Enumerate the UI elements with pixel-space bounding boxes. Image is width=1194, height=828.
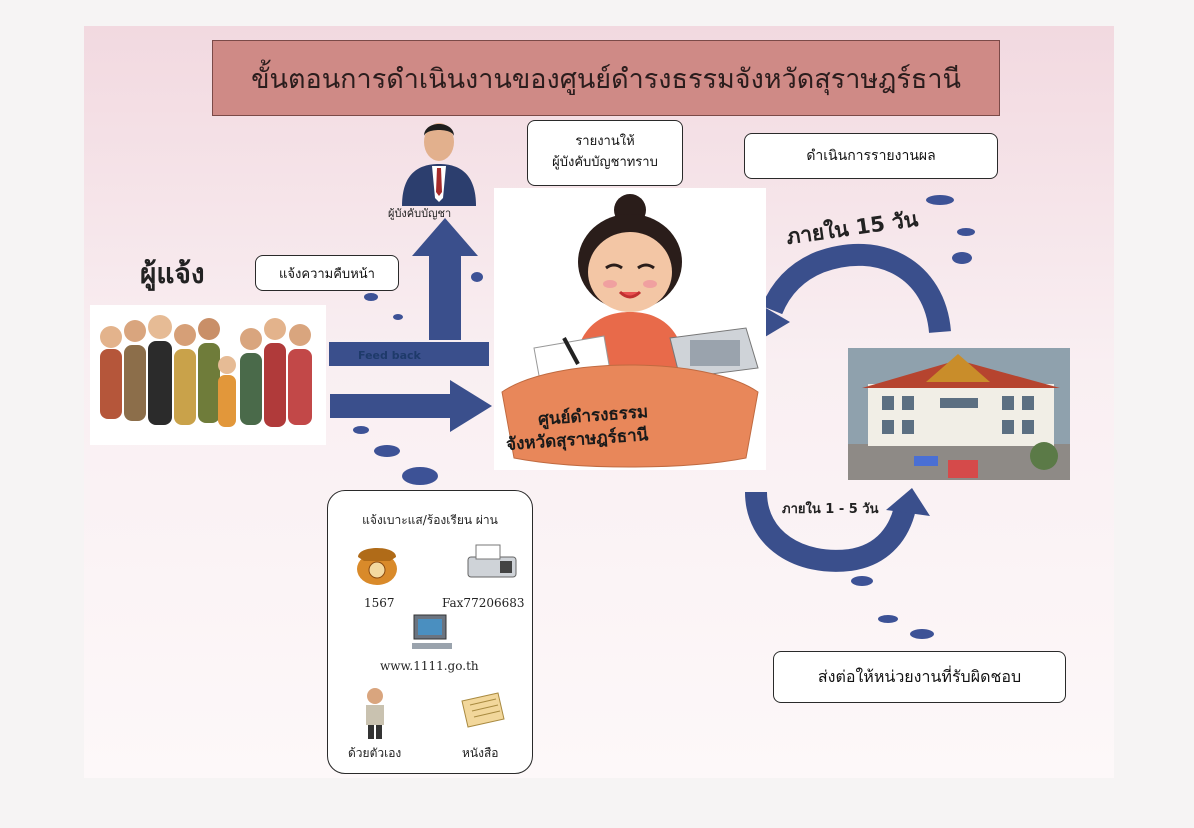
page-title: ขั้นตอนการดำเนินงานของศูนย์ดำรงธรรมจังหว… [212, 40, 1000, 116]
forward-to-agency-box: ส่งต่อให้หน่วยงานที่รับผิดชอบ [773, 651, 1066, 703]
computer-icon [412, 614, 452, 649]
government-building-image [848, 348, 1070, 480]
in-person-label: ด้วยตัวเอง [348, 746, 402, 760]
officer-at-desk-icon [501, 194, 759, 468]
fax-number: Fax77206683 [442, 596, 525, 610]
arrow-to-supervisor [412, 218, 478, 340]
channels-heading: แจ้งเบาะแส/ร้องเรียน ผ่าน [362, 513, 498, 527]
damrongtham-center-image [494, 188, 766, 470]
telephone-icon [357, 548, 397, 585]
phone-number: 1567 [364, 596, 395, 610]
arrow-to-center [330, 380, 492, 432]
report-result-box: ดำเนินการรายงานผล [744, 133, 998, 179]
supervisor-icon [402, 123, 476, 206]
progress-update-box: แจ้งความคืบหน้า [255, 255, 399, 291]
within-1-5-days-label: ภายใน 1 - 5 วัน [782, 502, 879, 517]
building-icon [848, 348, 1070, 480]
people-group-image [90, 305, 326, 445]
website-url: www.1111.go.th [380, 659, 479, 673]
letter-label: หนังสือ [462, 746, 499, 760]
person-icon [366, 688, 384, 739]
report-to-supervisor-box: รายงานให้ ผู้บังคับบัญชาทราบ [527, 120, 683, 186]
reporter-label: ผู้แจ้ง [140, 257, 205, 290]
feedback-label: Feed back [358, 349, 421, 362]
curved-arrow-1-5-days [745, 488, 930, 572]
fax-icon [467, 544, 517, 578]
letter-icon [461, 692, 505, 728]
supervisor-label: ผู้บังคับบัญชา [388, 207, 452, 220]
complaint-channels-panel: แจ้งเบาะแส/ร้องเรียน ผ่าน 1567 Fax772066… [327, 490, 533, 774]
curved-arrow-15-days [752, 243, 951, 340]
people-group-icon [100, 315, 312, 427]
feedback-arrow [329, 342, 489, 366]
